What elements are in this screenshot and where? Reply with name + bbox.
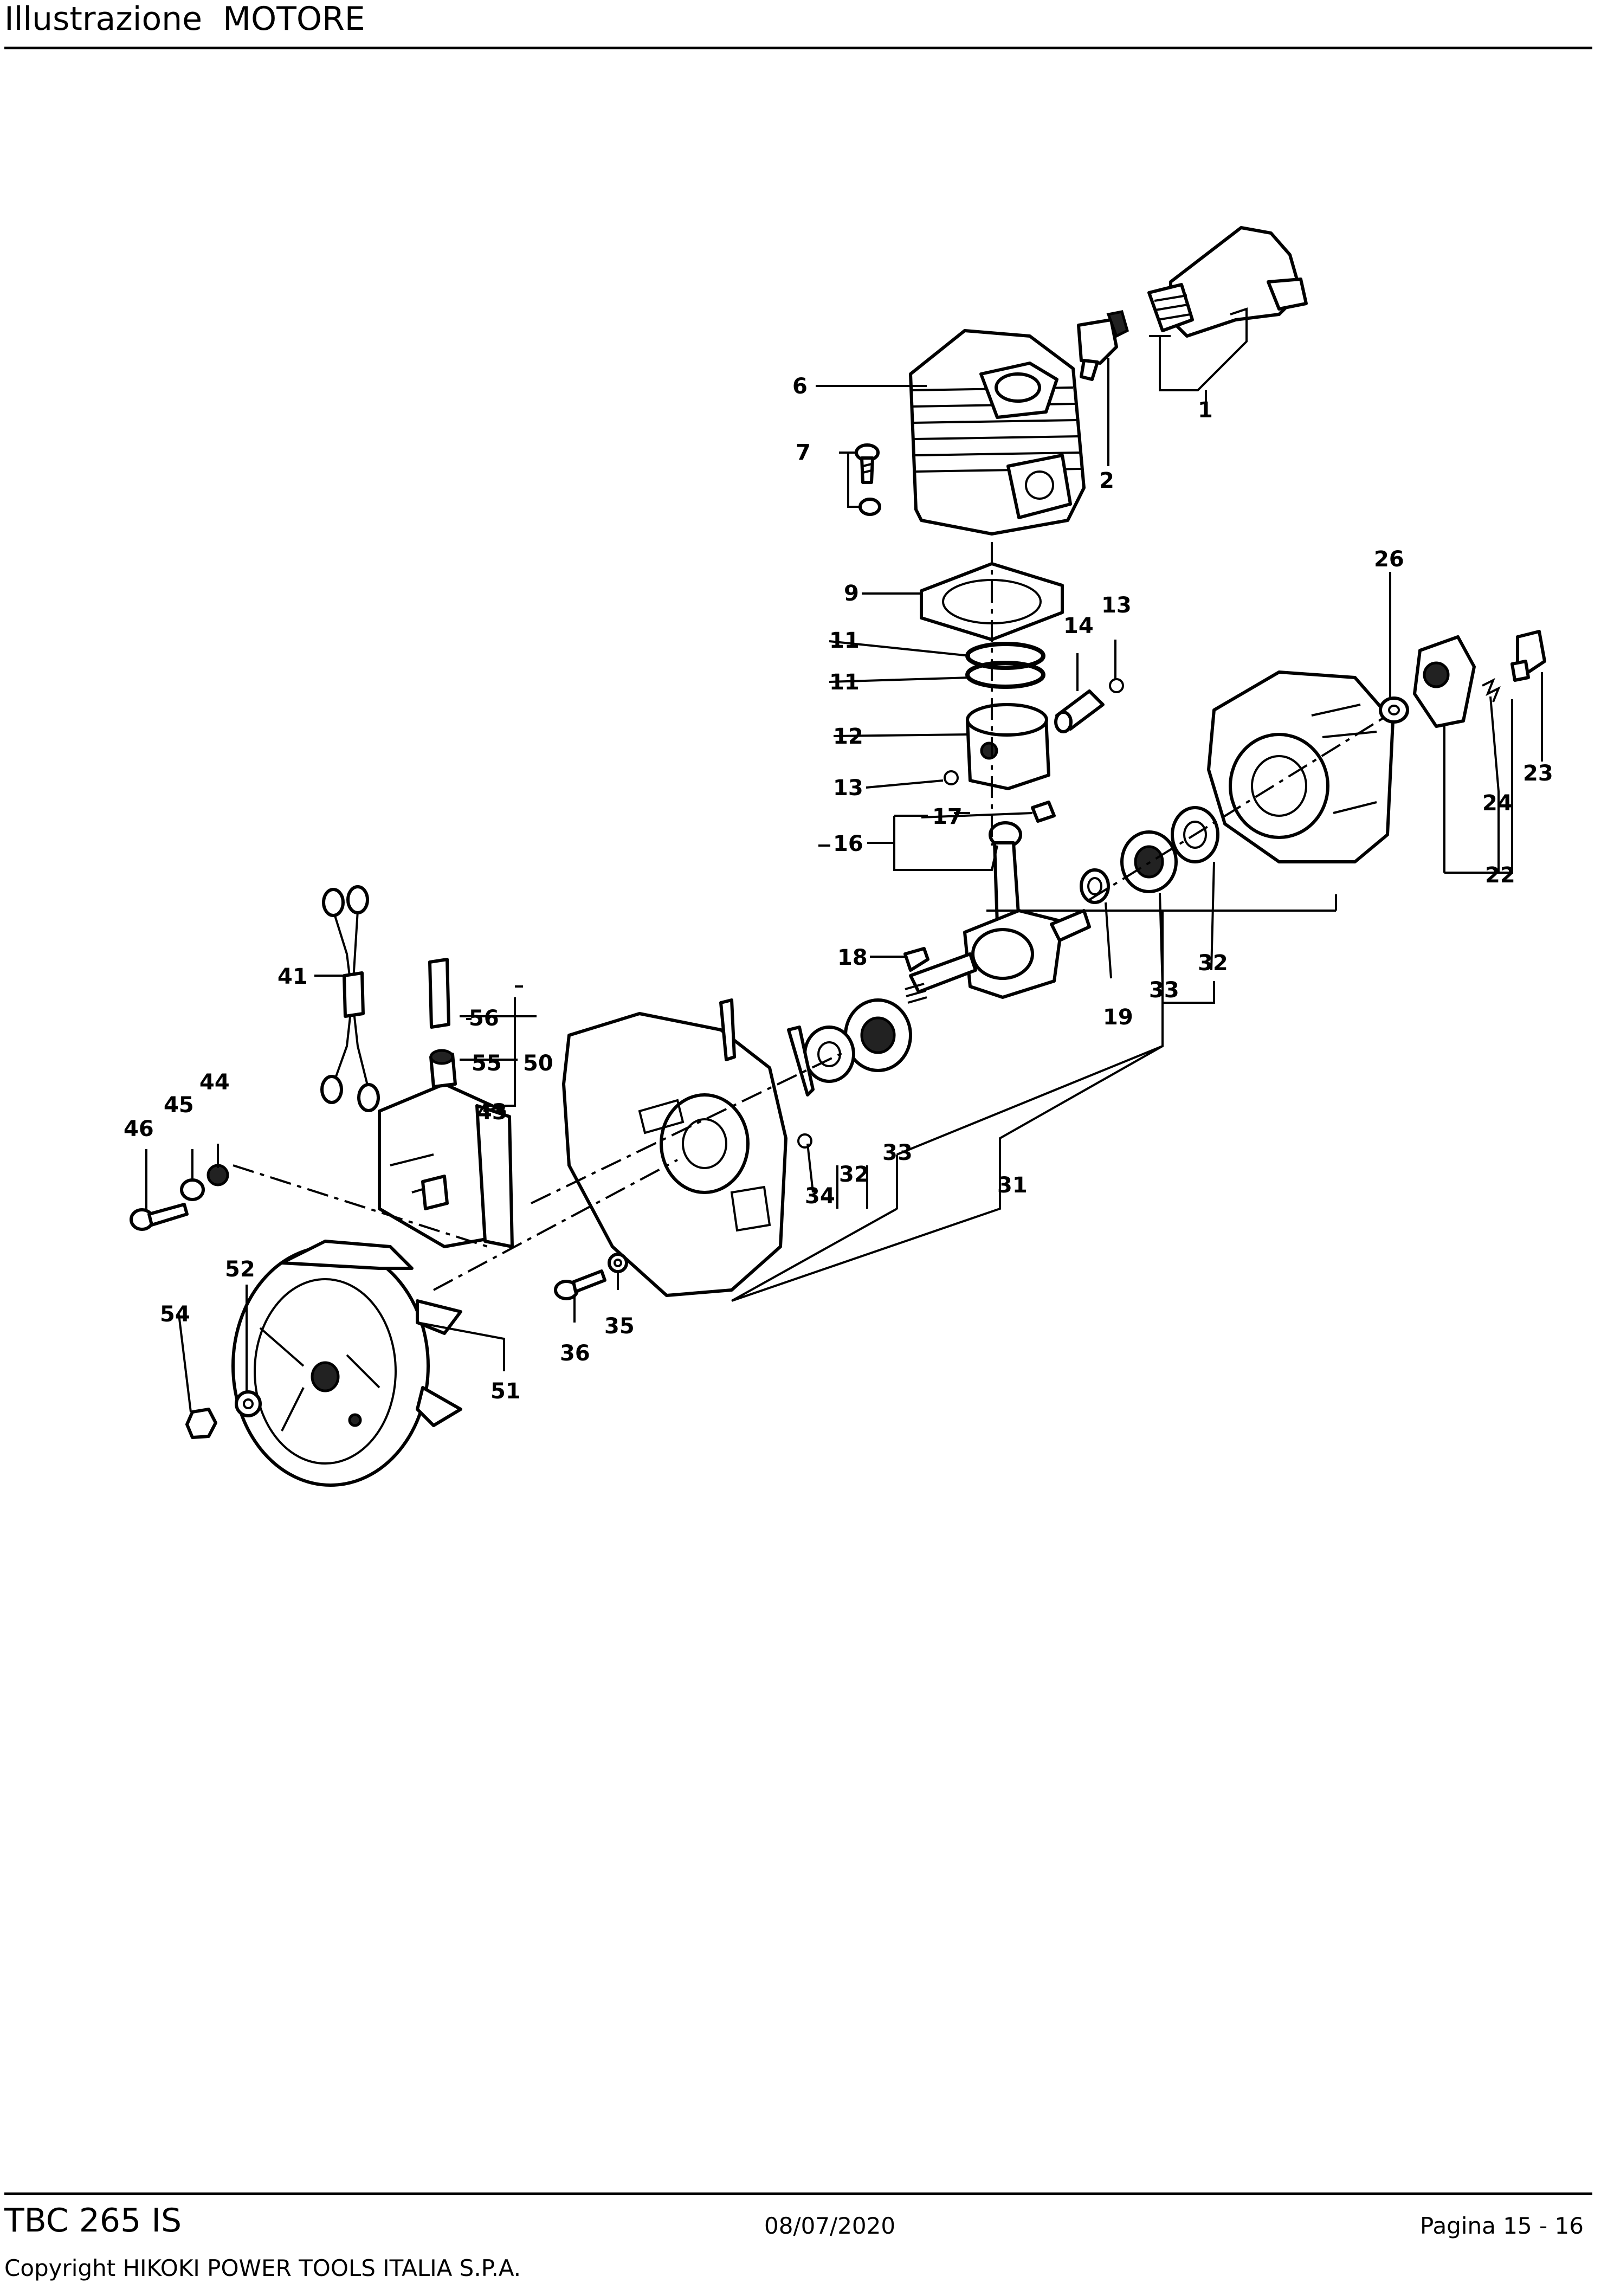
callout-6: 6 [792, 374, 808, 399]
callout-34: 34 [805, 1184, 835, 1209]
callout-13b: 13 [833, 776, 863, 801]
header-divider [4, 47, 1592, 49]
callout-45: 45 [164, 1093, 194, 1118]
callout-11a: 11 [829, 628, 860, 653]
wire-harness-drawing [320, 885, 380, 1112]
callout-51: 51 [490, 1379, 521, 1404]
callout-31: 31 [997, 1173, 1028, 1198]
callout-55: 55 [472, 1051, 502, 1076]
crankcase-screw-drawing [554, 1253, 628, 1300]
callout-54: 54 [160, 1302, 190, 1327]
oil-seal-drawing [803, 1026, 855, 1083]
cylinder-screw-drawing [855, 443, 881, 516]
callout-19: 19 [1103, 1005, 1133, 1030]
callout-2: 2 [1099, 468, 1114, 493]
assembly-axis [233, 1164, 488, 1248]
needle-bearing-drawing [1031, 801, 1056, 823]
footer-date: 08/07/2020 [764, 2213, 896, 2239]
clip-ring-drawing [797, 1133, 812, 1149]
callout-9: 9 [844, 581, 859, 606]
callout-14: 14 [1063, 614, 1094, 639]
oil-seal-drawing [1080, 868, 1110, 904]
assembly-axis [1088, 714, 1389, 901]
crankshaft-drawing [905, 821, 1091, 1004]
circlip-drawing [1109, 678, 1124, 693]
callout-7: 7 [796, 440, 811, 465]
pawl-bolt-drawing [1510, 630, 1546, 682]
piston-pin-drawing [1054, 689, 1105, 733]
assembly-axis [531, 1050, 846, 1204]
callout-1: 1 [1198, 398, 1213, 423]
callout-12: 12 [833, 724, 863, 749]
callout-24: 24 [1482, 791, 1513, 816]
callout-13a: 13 [1101, 593, 1132, 618]
cable-clip-drawing [787, 1026, 815, 1097]
flywheel-drawing [231, 1240, 462, 1487]
flywheel-nut-drawing [185, 1408, 217, 1439]
callout-32b: 32 [839, 1162, 869, 1187]
coil-bolt-drawing [130, 1164, 229, 1231]
cylinder-drawing [909, 329, 1086, 536]
callout-52: 52 [225, 1257, 255, 1282]
callout-32a: 32 [1198, 951, 1228, 976]
piston-drawing [966, 703, 1050, 790]
starter-pawl-drawing [1413, 635, 1476, 728]
callout-44: 44 [199, 1070, 230, 1095]
page-title: Illustrazione MOTORE [4, 0, 365, 38]
callout-23: 23 [1523, 761, 1553, 786]
callout-17: 17 [932, 804, 963, 829]
woodruff-key-drawing [903, 947, 929, 972]
footer-page-number: Pagina 15 - 16 [1420, 2213, 1584, 2239]
spark-plug-cap-drawing [1147, 226, 1308, 338]
callout-11b: 11 [829, 670, 860, 695]
footer-copyright: Copyright HIKOKI POWER TOOLS ITALIA S.P.… [4, 2255, 521, 2281]
spark-plug-drawing [1077, 310, 1129, 381]
plug-lead-drawing [428, 958, 450, 1029]
callout-35: 35 [604, 1314, 635, 1339]
crankcase-right-drawing [1207, 670, 1395, 863]
leader-lines [145, 307, 1543, 1413]
spring-drawing [1482, 678, 1501, 702]
callout-33a: 33 [1149, 978, 1179, 1003]
callout-43: 43 [477, 1100, 507, 1125]
assembly-axis [433, 1159, 678, 1291]
footer-model: TBC 265 IS [4, 2202, 182, 2240]
piston-rings-drawing [965, 642, 1045, 689]
crankcase-left-drawing [562, 1012, 787, 1297]
callout-46: 46 [124, 1117, 154, 1141]
callout-50: 50 [523, 1051, 553, 1076]
callout-18: 18 [837, 945, 868, 970]
callout-41: 41 [277, 964, 308, 989]
footer-divider [4, 2192, 1592, 2195]
callout-56: 56 [469, 1006, 499, 1031]
cable-clip-drawing [719, 998, 736, 1061]
flywheel-washer-drawing [235, 1390, 262, 1417]
callout-22: 22 [1485, 863, 1515, 888]
washer-drawing [1379, 696, 1409, 724]
callout-26: 26 [1374, 547, 1404, 572]
callout-33b: 33 [882, 1140, 913, 1165]
callout-16: 16 [833, 831, 863, 856]
callout-36: 36 [560, 1341, 590, 1366]
circlip-drawing [944, 770, 959, 785]
